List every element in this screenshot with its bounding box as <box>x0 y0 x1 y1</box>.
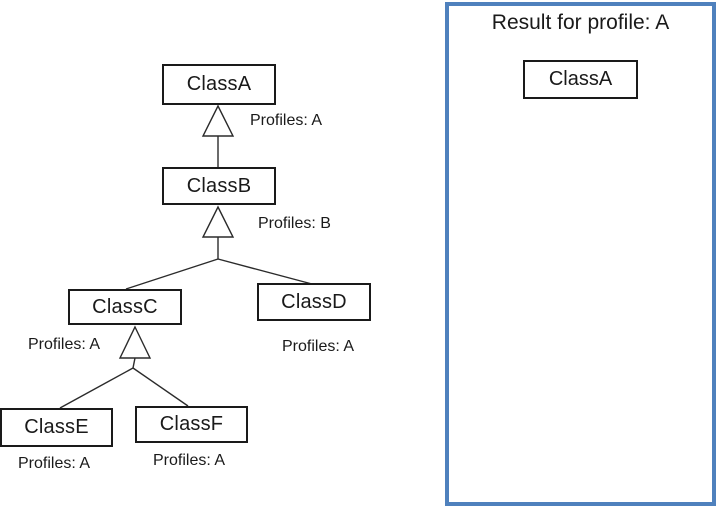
profile-label-classd: Profiles: A <box>282 338 355 355</box>
result-panel-title: Result for profile: A <box>491 11 670 34</box>
class-box-classe: ClassE <box>0 408 113 447</box>
edge-line-f-c <box>132 367 189 407</box>
edge-line-c-stem <box>132 357 136 369</box>
class-box-classa: ClassA <box>162 64 276 105</box>
profile-label-classc: Profiles: A <box>28 336 101 353</box>
class-box-classf: ClassF <box>135 406 248 443</box>
inheritance-connectors <box>59 104 313 409</box>
edge-line-d-b <box>217 258 313 285</box>
class-box-classc: ClassC <box>68 289 182 325</box>
class-box-classb: ClassB <box>162 167 276 205</box>
class-box-classd: ClassD <box>257 283 371 321</box>
profile-label-classa: Profiles: A <box>250 112 323 129</box>
generalization-triangle-icon-a <box>201 104 235 137</box>
edge-line-e-c <box>59 367 134 409</box>
edge-line-c-b <box>125 258 219 290</box>
result-class-box-classa: ClassA <box>523 60 638 100</box>
generalization-triangle-icon-c <box>118 325 152 359</box>
profile-label-classe: Profiles: A <box>18 455 91 472</box>
profile-label-classf: Profiles: A <box>153 452 226 469</box>
profile-label-classb: Profiles: B <box>258 215 331 232</box>
result-panel: Result for profile: A ClassA <box>445 2 716 506</box>
generalization-triangle-icon-b <box>201 205 235 238</box>
